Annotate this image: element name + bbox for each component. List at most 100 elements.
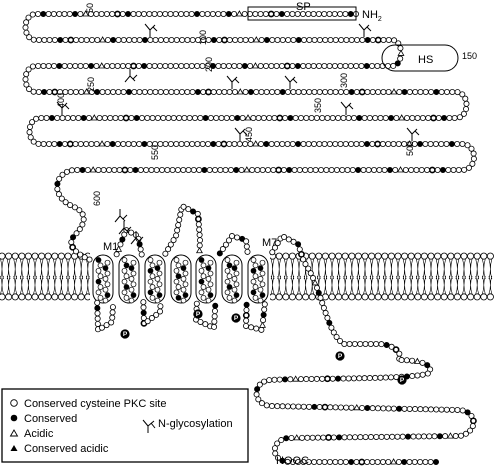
residue xyxy=(382,374,389,381)
residue xyxy=(46,140,53,147)
residue xyxy=(224,257,231,263)
residue-conserved xyxy=(56,63,63,70)
lipid-head xyxy=(354,252,362,260)
residue xyxy=(154,276,161,282)
residue xyxy=(270,167,277,174)
residue xyxy=(316,458,323,465)
lipid-head xyxy=(486,252,494,260)
residue xyxy=(321,458,328,465)
glycosylation-icon xyxy=(406,127,420,141)
residue xyxy=(104,270,111,277)
residue xyxy=(462,95,469,102)
residue xyxy=(114,63,121,70)
residue xyxy=(189,37,196,44)
residue xyxy=(316,89,323,96)
residue xyxy=(438,89,445,96)
residue xyxy=(343,404,350,411)
residue xyxy=(392,346,400,354)
residue xyxy=(97,284,104,290)
lipid-head xyxy=(57,252,65,260)
residue-conserved xyxy=(133,115,140,122)
residue xyxy=(197,318,204,325)
residue xyxy=(337,337,344,344)
lipid-head xyxy=(354,293,362,301)
residue xyxy=(104,63,111,70)
residue xyxy=(324,375,331,383)
residue xyxy=(168,37,175,44)
residue xyxy=(222,167,229,174)
residue xyxy=(71,204,78,211)
residue-conserved xyxy=(348,458,355,465)
residue xyxy=(239,115,246,122)
residue-conserved xyxy=(201,167,208,174)
residue xyxy=(470,155,477,162)
residue xyxy=(322,37,329,44)
residue xyxy=(284,11,291,18)
residue xyxy=(191,115,198,122)
residue xyxy=(262,11,269,18)
lipid-head xyxy=(11,293,19,301)
residue xyxy=(130,281,137,288)
residue-conserved xyxy=(283,435,290,442)
residue xyxy=(128,276,135,282)
residue xyxy=(362,340,369,347)
residue-number: 200 xyxy=(204,57,214,72)
phospho-label: P xyxy=(338,353,343,360)
residue xyxy=(40,140,47,147)
residue xyxy=(305,63,312,70)
residue xyxy=(417,458,424,465)
residue xyxy=(173,267,180,274)
residue xyxy=(461,166,468,173)
lipid-tail xyxy=(468,258,473,295)
residue xyxy=(220,140,228,148)
residue xyxy=(374,140,382,148)
residue xyxy=(418,167,425,174)
residue-acidic xyxy=(413,357,421,364)
residue-conserved xyxy=(193,11,200,18)
residue-conserved xyxy=(247,89,254,96)
residue-acidic xyxy=(243,166,251,173)
residue-conserved xyxy=(282,376,289,383)
residue xyxy=(128,297,135,304)
residue xyxy=(414,115,421,122)
residue xyxy=(188,11,195,18)
residue xyxy=(27,134,34,141)
residue xyxy=(279,403,286,410)
residue xyxy=(297,376,304,383)
residue-acidic xyxy=(405,140,413,147)
residue xyxy=(86,256,93,263)
lipid-head xyxy=(0,252,6,260)
residue xyxy=(269,37,276,44)
residue xyxy=(354,37,361,44)
residue xyxy=(123,284,130,290)
residue xyxy=(22,76,29,83)
residue xyxy=(377,374,384,381)
residue xyxy=(182,270,189,277)
lipid-head xyxy=(308,293,316,301)
residue xyxy=(35,140,42,147)
residue xyxy=(425,115,432,122)
lipid-head xyxy=(0,293,6,301)
residue xyxy=(406,458,413,465)
residue xyxy=(25,14,32,21)
residue xyxy=(205,276,212,282)
residue xyxy=(335,115,342,122)
lipid-tail xyxy=(310,258,314,295)
residue xyxy=(215,63,222,70)
residue xyxy=(276,114,284,122)
residue xyxy=(292,115,299,122)
residue xyxy=(189,140,196,147)
residue xyxy=(233,292,240,298)
residue-acidic xyxy=(311,279,319,286)
residue xyxy=(233,281,240,288)
residue xyxy=(252,294,259,301)
residue xyxy=(265,167,272,174)
residue xyxy=(74,166,81,173)
residue xyxy=(205,286,212,293)
residue xyxy=(300,403,307,410)
residue xyxy=(123,262,130,269)
residue-acidic xyxy=(195,246,203,254)
residue xyxy=(50,11,57,18)
residue xyxy=(131,89,138,96)
residue xyxy=(243,307,250,314)
